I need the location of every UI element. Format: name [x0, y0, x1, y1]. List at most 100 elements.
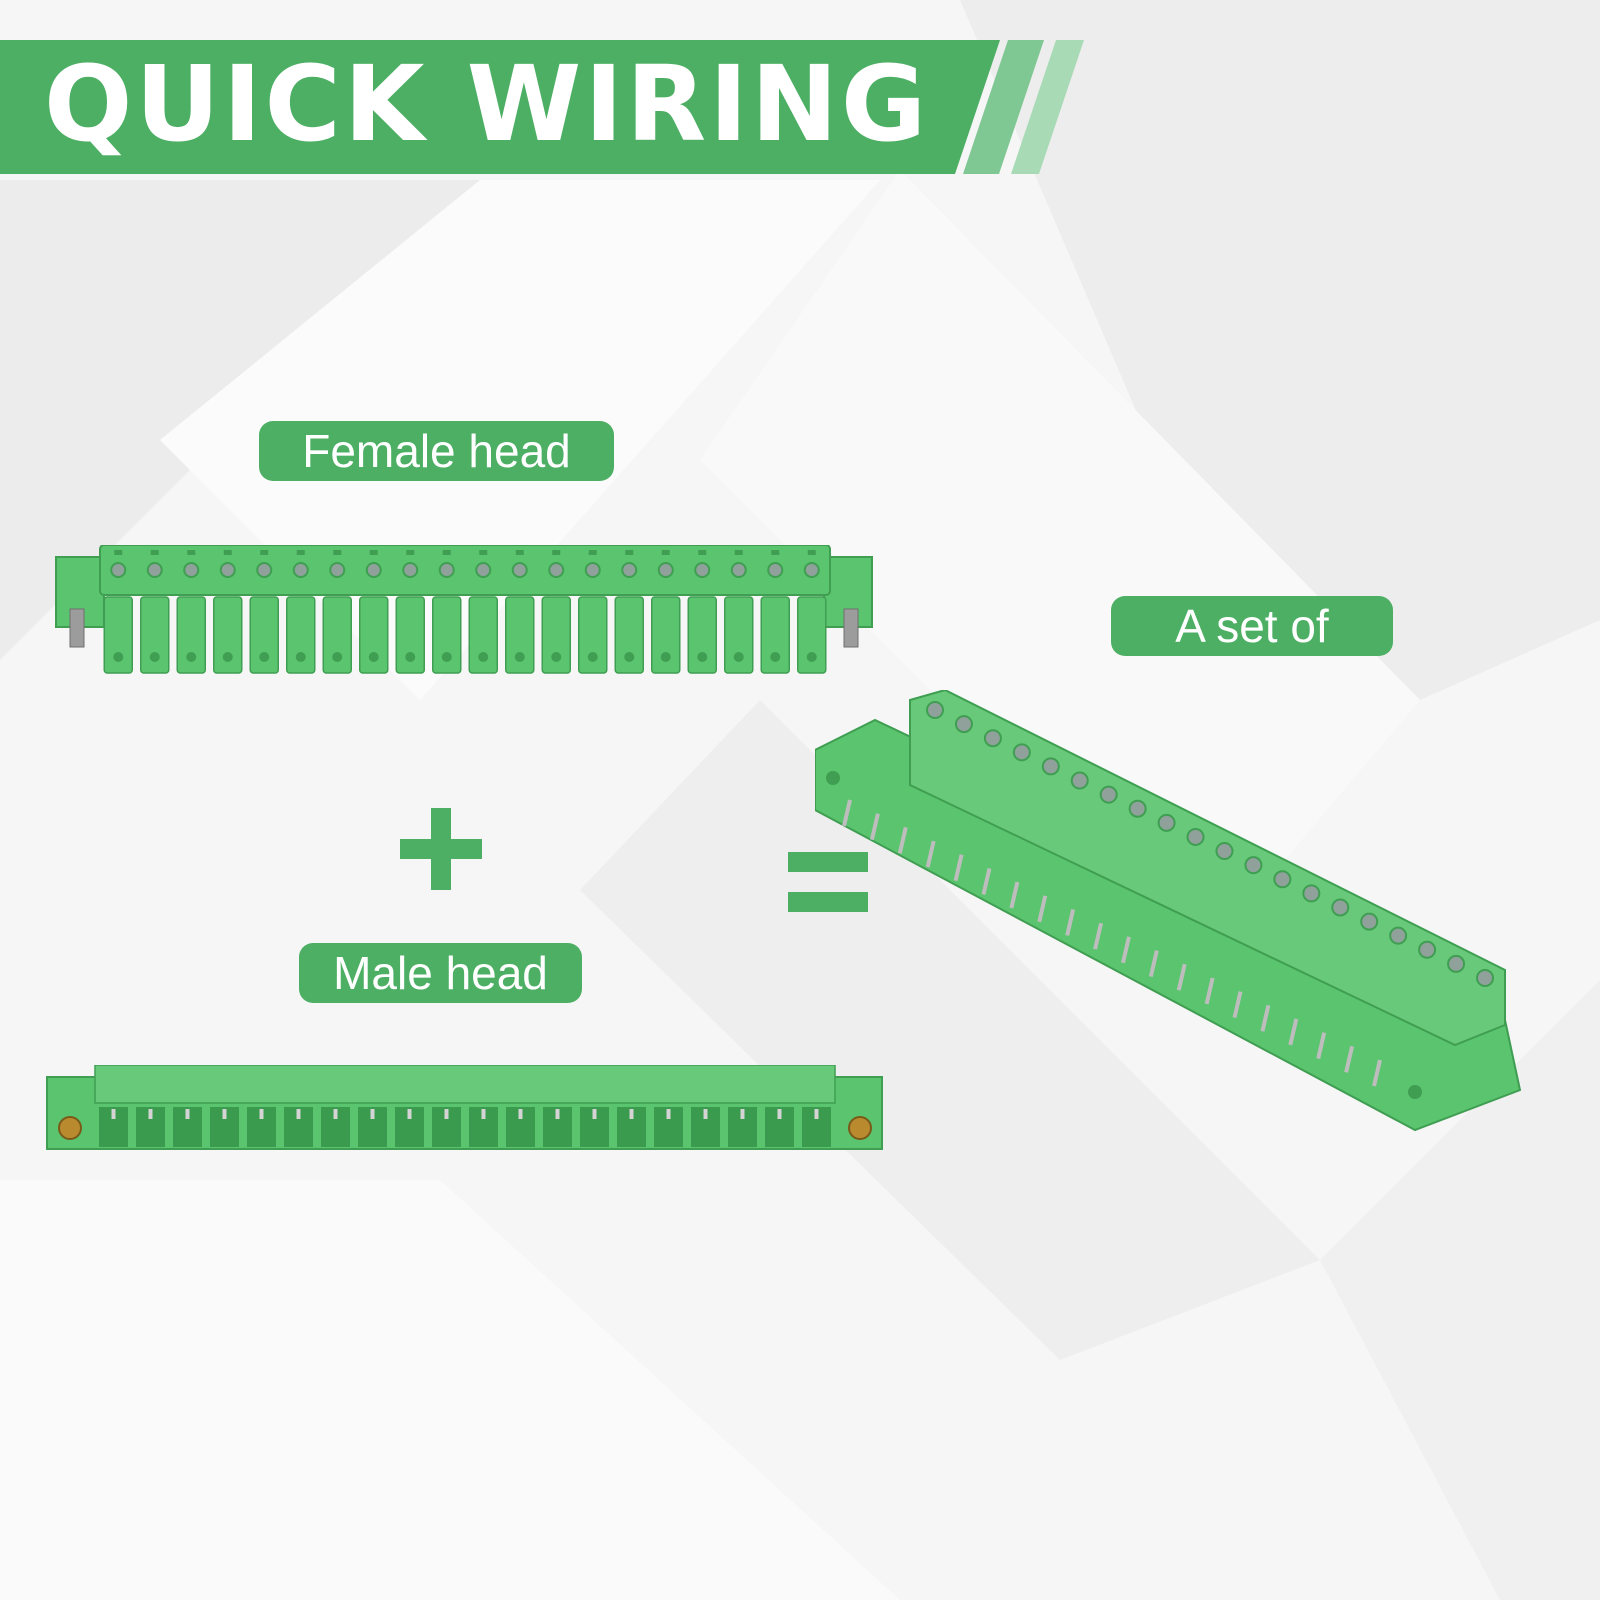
- male-insert-right: [848, 1116, 872, 1140]
- female-terminal: [541, 596, 571, 674]
- set-pin: [869, 813, 880, 841]
- female-pin-slot: [442, 550, 451, 555]
- female-terminal: [505, 596, 535, 674]
- female-wire-hole: [295, 652, 306, 662]
- female-pin-slot: [625, 550, 634, 555]
- set-pin: [897, 826, 908, 854]
- male-pin-tip: [666, 1109, 671, 1119]
- set-screw-head: [1157, 813, 1176, 832]
- female-pin-slot: [369, 550, 378, 555]
- female-pin-slot: [588, 550, 597, 555]
- set-pin: [1148, 950, 1159, 977]
- set-screw-head: [1041, 757, 1060, 776]
- female-screw-head: [110, 562, 127, 578]
- female-pin-slot: [771, 550, 780, 555]
- female-terminal: [432, 596, 462, 674]
- assembled-set-image: [815, 690, 1522, 1132]
- male-pin-tip: [740, 1109, 745, 1119]
- female-wire-hole: [733, 652, 744, 662]
- set-mount-hole-right: [1408, 1085, 1422, 1099]
- female-pin-slot: [479, 550, 488, 555]
- male-pin-tip: [444, 1109, 449, 1119]
- set-screw-head: [1215, 842, 1234, 861]
- banner-stripe-light: [1011, 40, 1084, 174]
- female-terminal: [797, 596, 827, 674]
- female-pin-slot: [187, 550, 196, 555]
- set-screw-head: [1418, 940, 1437, 959]
- female-head-label: Female head: [259, 421, 614, 481]
- set-pin: [1093, 922, 1104, 950]
- female-pin-slot: [260, 550, 269, 555]
- male-pin-tip: [296, 1109, 301, 1119]
- set-pin: [1065, 909, 1076, 936]
- female-screw-head: [292, 562, 309, 578]
- plus-icon: [400, 808, 482, 890]
- set-screw-head: [983, 729, 1002, 748]
- female-terminal: [614, 596, 644, 674]
- female-terminal: [578, 596, 608, 674]
- set-screw-head: [1244, 856, 1263, 875]
- female-screw-head: [402, 562, 419, 578]
- set-pin: [1037, 895, 1048, 923]
- set-pin: [953, 854, 964, 882]
- female-wire-hole: [514, 652, 525, 662]
- male-top-ridge: [94, 1065, 836, 1104]
- female-screw-head: [584, 562, 601, 578]
- set-screw-head: [926, 701, 944, 719]
- female-pin-slot: [552, 550, 561, 555]
- female-pin-slot: [150, 550, 159, 555]
- set-pin: [1232, 991, 1243, 1019]
- female-screw-head: [767, 562, 784, 578]
- female-screw-head: [511, 562, 528, 578]
- set-screw-head: [1331, 898, 1350, 917]
- header-banner: [0, 40, 1084, 174]
- female-screw-head: [548, 562, 565, 578]
- female-screw-head: [657, 562, 674, 578]
- set-screw-head: [954, 715, 973, 734]
- banner-band: [0, 40, 1000, 174]
- female-wire-hole: [259, 652, 270, 662]
- female-terminal: [213, 596, 243, 674]
- male-pin-tip: [518, 1109, 523, 1119]
- set-pin: [1120, 936, 1131, 964]
- female-terminal: [395, 596, 425, 674]
- female-wire-hole: [405, 652, 416, 662]
- female-screw-head: [803, 562, 820, 578]
- female-screw-head: [256, 562, 273, 578]
- set-screw-head: [1273, 870, 1292, 889]
- male-pin-tip: [592, 1109, 597, 1119]
- female-wire-hole: [551, 652, 562, 662]
- female-wire-hole: [587, 652, 598, 662]
- female-screw-head: [438, 562, 455, 578]
- male-pin-tip: [555, 1109, 560, 1119]
- female-wire-hole: [368, 652, 379, 662]
- set-screw-head: [1302, 884, 1321, 903]
- female-wire-hole: [806, 652, 817, 662]
- female-terminal: [724, 596, 754, 674]
- male-insert-left: [58, 1116, 82, 1140]
- male-pin-tip: [185, 1109, 190, 1119]
- set-screw-head: [1012, 743, 1031, 762]
- set-screw-head: [1099, 785, 1118, 804]
- male-pin-tip: [333, 1109, 338, 1119]
- female-screw-head: [183, 562, 200, 578]
- male-pin-tip: [148, 1109, 153, 1119]
- set-screw-head: [1128, 799, 1147, 818]
- female-wire-hole: [697, 652, 708, 662]
- set-pin: [1204, 977, 1215, 1005]
- female-wire-hole: [478, 652, 489, 662]
- female-wire-hole: [624, 652, 635, 662]
- set-pin: [1288, 1018, 1299, 1046]
- female-pin-slot: [223, 550, 232, 555]
- page-title: QUICK WIRING: [44, 43, 930, 165]
- female-terminal: [322, 596, 352, 674]
- male-pin-tip: [259, 1109, 264, 1119]
- female-wire-hole: [332, 652, 343, 662]
- female-wire-hole: [660, 652, 671, 662]
- male-pin-tip: [703, 1109, 708, 1119]
- set-pin: [1009, 881, 1020, 909]
- female-screw-right: [843, 608, 859, 648]
- set-mount-hole-left: [826, 771, 840, 785]
- female-wire-hole: [770, 652, 781, 662]
